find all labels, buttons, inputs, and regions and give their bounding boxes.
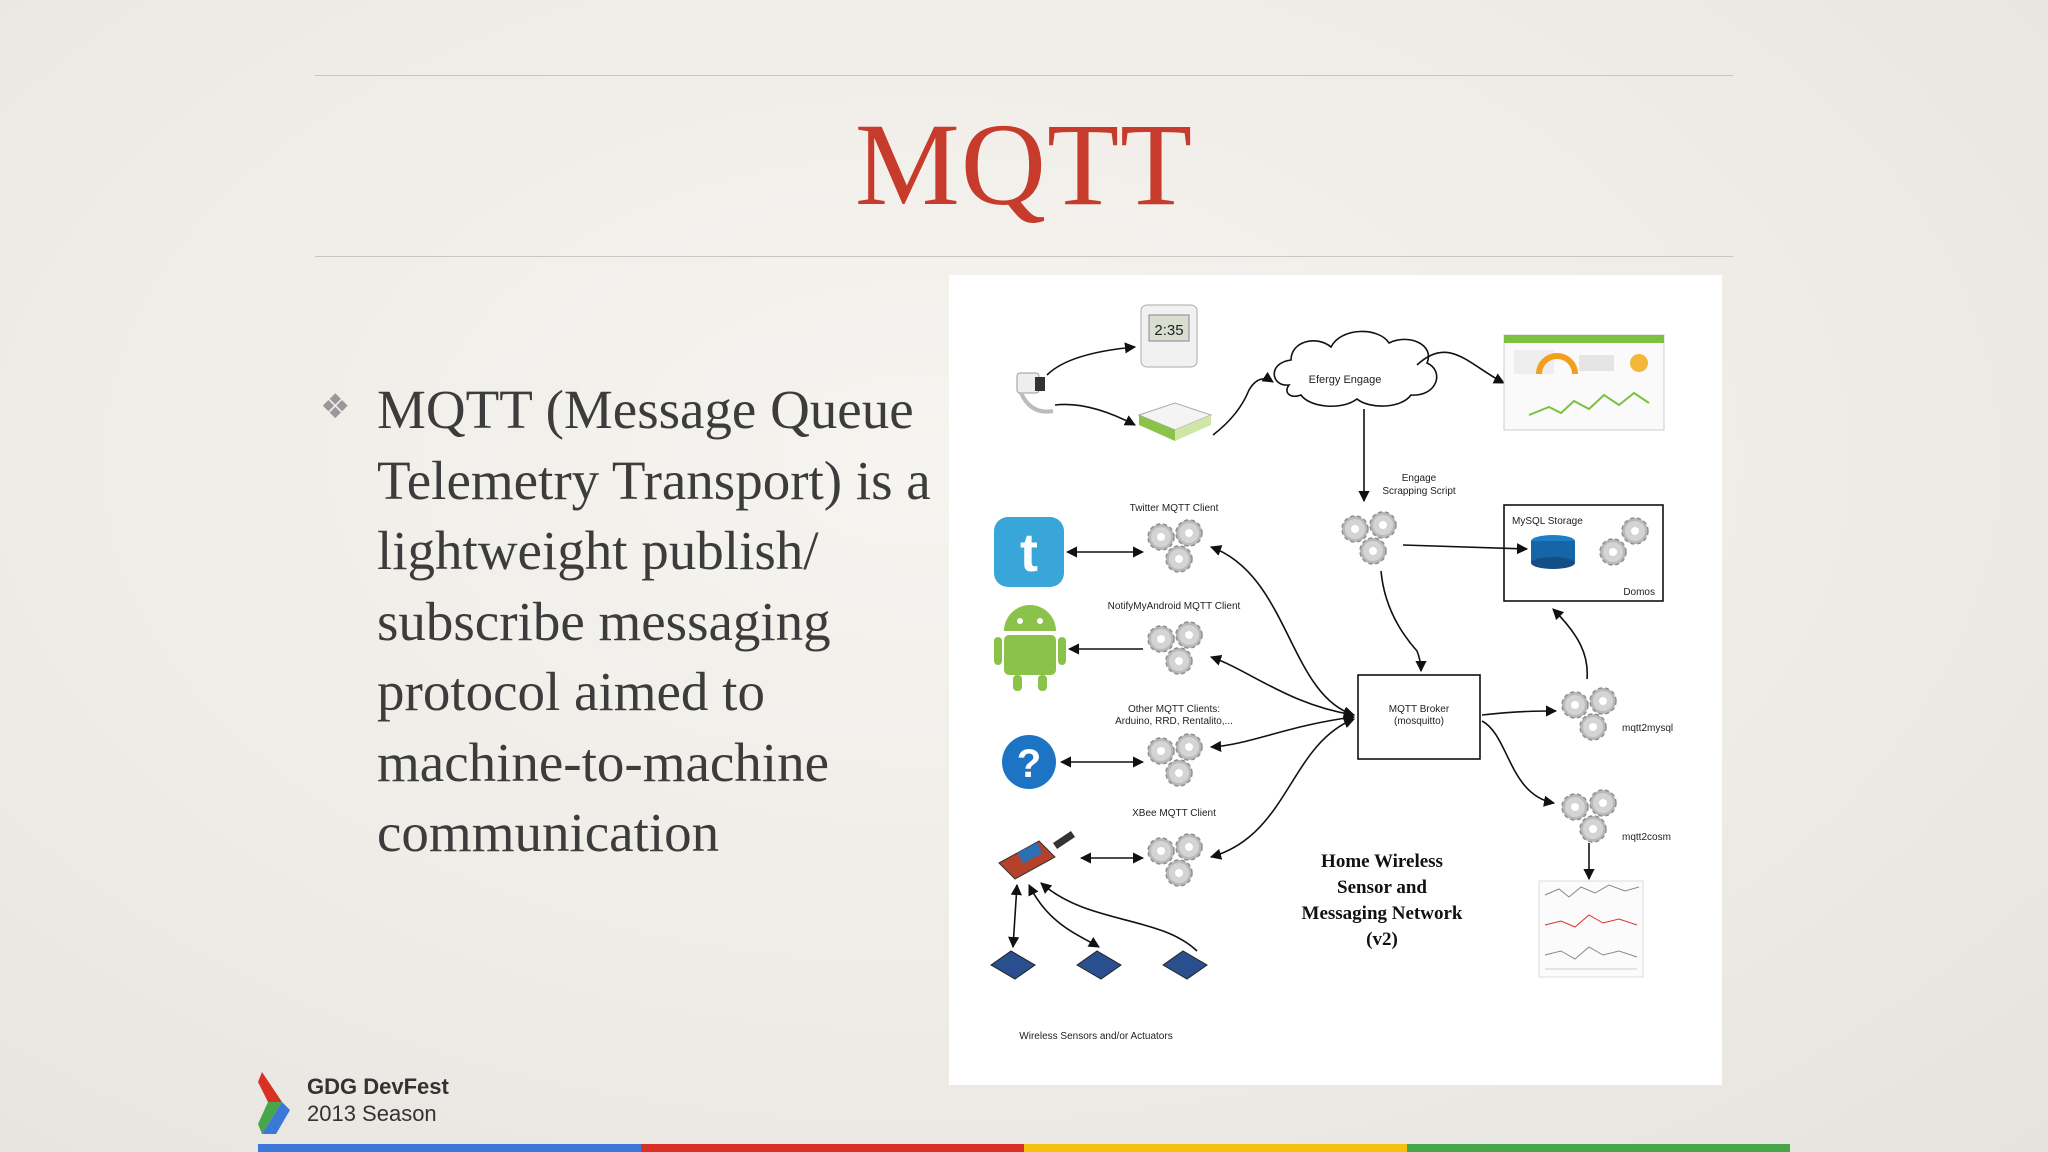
bullet-text: MQTT (Message Queue Telemetry Transport)… [377,379,931,863]
twitter-icon: t [994,517,1064,587]
diagram-title-line-4: (v2) [1366,929,1398,950]
notify-client-label: NotifyMyAndroid MQTT Client [1108,601,1241,612]
broker-line-2: (mosquitto) [1394,716,1444,727]
engage-script-gears-icon [1342,512,1396,564]
wireless-sensor-icon [1162,950,1208,980]
mqtt-network-diagram: 2:35 Efergy Engage Engage Scrap [949,275,1722,1085]
wireless-sensor-icon [1076,950,1122,980]
engage-script-line-1: Engage [1402,473,1437,484]
top-rule [315,75,1733,76]
other-clients-line-2: Arduino, RRD, Rentalito,... [1115,716,1233,727]
wireless-sensor-icon [990,950,1036,980]
event-season: 2013 Season [307,1101,437,1126]
help-question-icon: ? [1002,735,1056,789]
display-digits: 2:35 [1154,322,1183,339]
xbee-client-gears-icon [1148,834,1202,886]
other-clients-gears-icon [1148,734,1202,786]
title-underline-rule [315,256,1733,257]
android-icon [994,605,1066,691]
color-bar-segment [641,1144,1024,1152]
color-bar-segment [1407,1144,1790,1152]
mysql-label: MySQL Storage [1512,516,1583,527]
color-bar-segment [1024,1144,1407,1152]
xbee-client-label: XBee MQTT Client [1132,808,1216,819]
diagram-title-line-1: Home Wireless [1321,851,1443,872]
mqtt2mysql-gears-icon [1562,688,1616,740]
mqtt2mysql-label: mqtt2mysql [1622,723,1673,734]
event-name: GDG DevFest [307,1074,449,1099]
energy-sensor-icon [1016,372,1054,414]
bullet-diamond-icon: ❖ [320,387,351,427]
twitter-client-label: Twitter MQTT Client [1130,503,1219,514]
efergy-engage-cloud: Efergy Engage [1273,330,1438,408]
mysql-storage-box: MySQL Storage Domos [1503,504,1664,602]
efergy-label: Efergy Engage [1309,374,1382,386]
twitter-client-gears-icon [1148,520,1202,572]
sensors-label: Wireless Sensors and/or Actuators [1019,1031,1172,1042]
diagram-title-line-3: Messaging Network [1302,903,1463,924]
energy-dashboard-thumbnail [1503,334,1665,431]
mqtt-broker-box: MQTT Broker (mosquitto) [1357,674,1481,760]
xbee-adapter-icon [998,831,1075,880]
diagram-title-line-2: Sensor and [1337,877,1427,898]
mqtt2cosm-gears-icon [1562,790,1616,842]
hub-router-icon [1137,402,1213,441]
mqtt2cosm-label: mqtt2cosm [1622,832,1671,843]
gdg-logo-icon [258,1072,290,1134]
broker-line-1: MQTT Broker [1389,704,1450,715]
cosm-graph-thumbnail [1538,880,1644,978]
slide-title: MQTT [854,99,1194,230]
display-monitor-icon: 2:35 [1140,304,1198,368]
other-clients-line-1: Other MQTT Clients: [1128,704,1220,715]
twitter-glyph: t [1020,523,1038,583]
footer-color-bar [258,1144,1790,1152]
notify-client-gears-icon [1148,622,1202,674]
engage-script-line-2: Scrapping Script [1382,486,1456,497]
domos-label: Domos [1623,587,1655,598]
color-bar-segment [258,1144,641,1152]
help-glyph: ? [1017,742,1041,786]
